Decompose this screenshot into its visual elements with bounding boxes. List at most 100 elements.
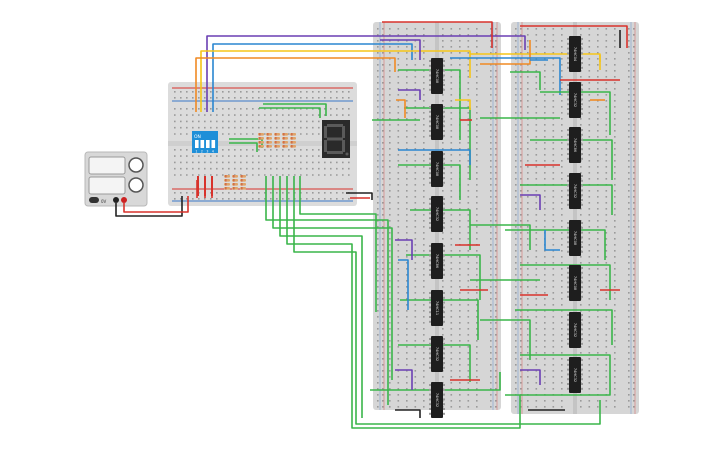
resistor[interactable] xyxy=(240,183,246,186)
resistor[interactable] xyxy=(258,133,264,136)
wire[interactable] xyxy=(272,176,393,380)
voltage-knob[interactable] xyxy=(128,157,144,173)
resistor[interactable] xyxy=(274,137,280,140)
resistor[interactable] xyxy=(266,133,272,136)
resistor[interactable] xyxy=(224,175,230,178)
wire[interactable] xyxy=(293,176,601,425)
resistor[interactable] xyxy=(274,133,280,136)
logic-chip[interactable]: 74HC08 xyxy=(429,151,445,187)
wire[interactable] xyxy=(123,196,189,213)
resistor[interactable] xyxy=(266,145,272,148)
wire[interactable] xyxy=(400,299,479,340)
wire[interactable] xyxy=(395,239,413,260)
wire[interactable] xyxy=(206,35,526,112)
wire[interactable] xyxy=(450,57,561,95)
wire[interactable] xyxy=(398,69,461,140)
wire[interactable] xyxy=(115,196,183,217)
wire[interactable] xyxy=(265,176,389,405)
resistor[interactable] xyxy=(290,145,296,148)
wire[interactable] xyxy=(346,192,373,200)
resistor[interactable] xyxy=(282,137,288,140)
wire[interactable] xyxy=(286,176,521,429)
wire[interactable] xyxy=(299,176,377,312)
logic-chip[interactable]: 74HC08 xyxy=(429,104,445,140)
resistor[interactable] xyxy=(224,187,230,190)
resistor[interactable] xyxy=(240,187,246,190)
logic-chip[interactable]: 74HC32 xyxy=(567,312,583,348)
power-supply[interactable]: 0V xyxy=(84,151,148,207)
wire[interactable] xyxy=(398,259,409,310)
logic-chip[interactable]: 74HC11 xyxy=(429,290,445,326)
logic-chip[interactable]: 74HC86 xyxy=(567,127,583,163)
dip-toggle[interactable] xyxy=(200,140,205,148)
resistor[interactable] xyxy=(282,133,288,136)
dip-toggle[interactable] xyxy=(211,140,216,148)
wire[interactable] xyxy=(520,184,613,215)
resistor[interactable] xyxy=(232,183,238,186)
logic-chip[interactable]: 74HC32 xyxy=(567,357,583,393)
wire[interactable] xyxy=(480,319,531,360)
logic-chip[interactable]: 74HC08 xyxy=(429,58,445,94)
logic-chip[interactable]: 74HC32 xyxy=(429,336,445,372)
resistor[interactable] xyxy=(266,141,272,144)
resistor[interactable] xyxy=(258,137,264,140)
wire[interactable] xyxy=(382,21,493,48)
wire[interactable] xyxy=(398,344,471,382)
wire[interactable] xyxy=(279,176,363,418)
wire[interactable] xyxy=(396,99,406,118)
wire[interactable] xyxy=(520,25,628,48)
resistor[interactable] xyxy=(282,141,288,144)
logic-chip[interactable]: 74HC08 xyxy=(567,265,583,301)
wire[interactable] xyxy=(395,369,413,390)
resistor[interactable] xyxy=(232,187,238,190)
resistor[interactable] xyxy=(274,141,280,144)
resistor[interactable] xyxy=(290,133,296,136)
wire[interactable] xyxy=(470,224,531,250)
resistor[interactable] xyxy=(274,145,280,148)
resistor[interactable] xyxy=(224,183,230,186)
wire[interactable] xyxy=(200,50,471,112)
wire[interactable] xyxy=(530,139,613,180)
breadboard-right-column[interactable] xyxy=(511,22,639,414)
current-knob[interactable] xyxy=(128,177,144,193)
resistor[interactable] xyxy=(232,179,238,182)
wire[interactable] xyxy=(195,57,396,112)
wire[interactable] xyxy=(263,103,327,116)
wire[interactable] xyxy=(398,164,461,200)
resistor[interactable] xyxy=(290,141,296,144)
wire[interactable] xyxy=(455,99,471,110)
wire[interactable] xyxy=(505,229,606,260)
resistor[interactable] xyxy=(290,137,296,140)
wire[interactable] xyxy=(395,409,421,418)
resistor[interactable] xyxy=(232,175,238,178)
resistor[interactable] xyxy=(258,141,264,144)
wire[interactable] xyxy=(520,264,611,300)
logic-chip[interactable]: 74HC08 xyxy=(567,220,583,256)
logic-chip[interactable]: 74HC32 xyxy=(567,173,583,209)
dip-toggle[interactable] xyxy=(206,140,210,148)
wire[interactable] xyxy=(520,369,541,385)
wire[interactable] xyxy=(510,71,541,90)
wire[interactable] xyxy=(212,43,413,112)
wire[interactable] xyxy=(259,107,321,118)
resistor[interactable] xyxy=(224,179,230,182)
dip-toggle[interactable] xyxy=(195,140,199,148)
logic-chip[interactable]: 74HC86 xyxy=(429,243,445,279)
terminal-positive[interactable] xyxy=(121,197,127,203)
wire[interactable] xyxy=(398,89,421,100)
logic-chip[interactable]: 74HC32 xyxy=(567,82,583,118)
logic-chip[interactable]: 74HC04 xyxy=(567,36,583,72)
wire[interactable] xyxy=(544,230,560,251)
resistor[interactable] xyxy=(266,137,272,140)
wire[interactable] xyxy=(410,209,471,250)
wire[interactable] xyxy=(398,149,471,165)
wire[interactable] xyxy=(370,372,501,391)
wire[interactable] xyxy=(515,309,613,345)
resistor[interactable] xyxy=(258,145,264,148)
terminal-negative[interactable] xyxy=(113,197,119,203)
resistor[interactable] xyxy=(282,145,288,148)
power-switch[interactable] xyxy=(89,197,99,203)
wire[interactable] xyxy=(380,39,421,60)
resistor[interactable] xyxy=(240,179,246,182)
wire[interactable] xyxy=(229,142,258,152)
